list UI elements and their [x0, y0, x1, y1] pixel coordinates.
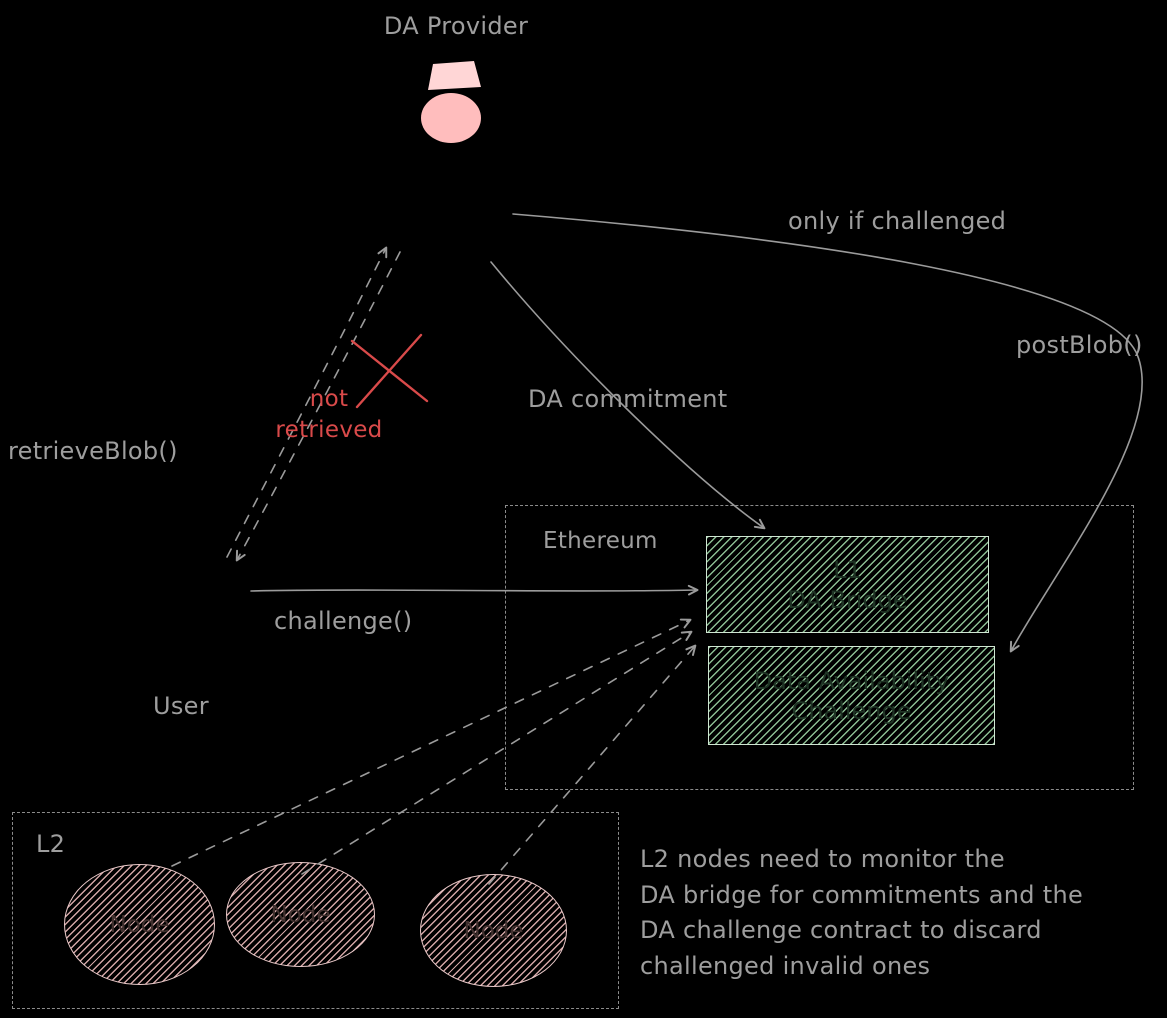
user-label: User — [153, 692, 209, 720]
l2-node-ellipse: Node — [226, 862, 375, 967]
l2-node-ellipse: Node — [64, 864, 215, 985]
da-provider-person-icon — [421, 61, 481, 143]
not-retrieved-status-label: not retrieved — [275, 386, 383, 443]
l2-node-label: Node — [270, 901, 331, 928]
monitoring-note-text: L2 nodes need to monitor the DA bridge f… — [640, 845, 1084, 980]
only-if-challenged-label: only if challenged — [788, 207, 1007, 235]
post-blob-edge-label: postBlob() — [1016, 331, 1143, 359]
l2-node-label: Node — [109, 911, 170, 938]
l2-node-ellipse: Node — [420, 874, 567, 987]
da-bridge-contract-box: L1 DA Bridge — [706, 536, 989, 633]
retrieve-blob-edge-label: retrieveBlob() — [8, 437, 178, 465]
l2-group-label: L2 — [36, 830, 66, 858]
da-challenge-contract-box: Data Availability Challenge — [708, 646, 995, 745]
l2-node-label: Node — [463, 917, 524, 944]
da-bridge-contract-label: L1 DA Bridge — [787, 555, 908, 614]
da-provider-label: DA Provider — [383, 12, 529, 40]
ethereum-group-label: Ethereum — [543, 528, 658, 554]
da-commitment-edge-label: DA commitment — [528, 385, 728, 413]
da-challenge-contract-label: Data Availability Challenge — [753, 666, 950, 725]
challenge-edge-label: challenge() — [274, 607, 413, 635]
